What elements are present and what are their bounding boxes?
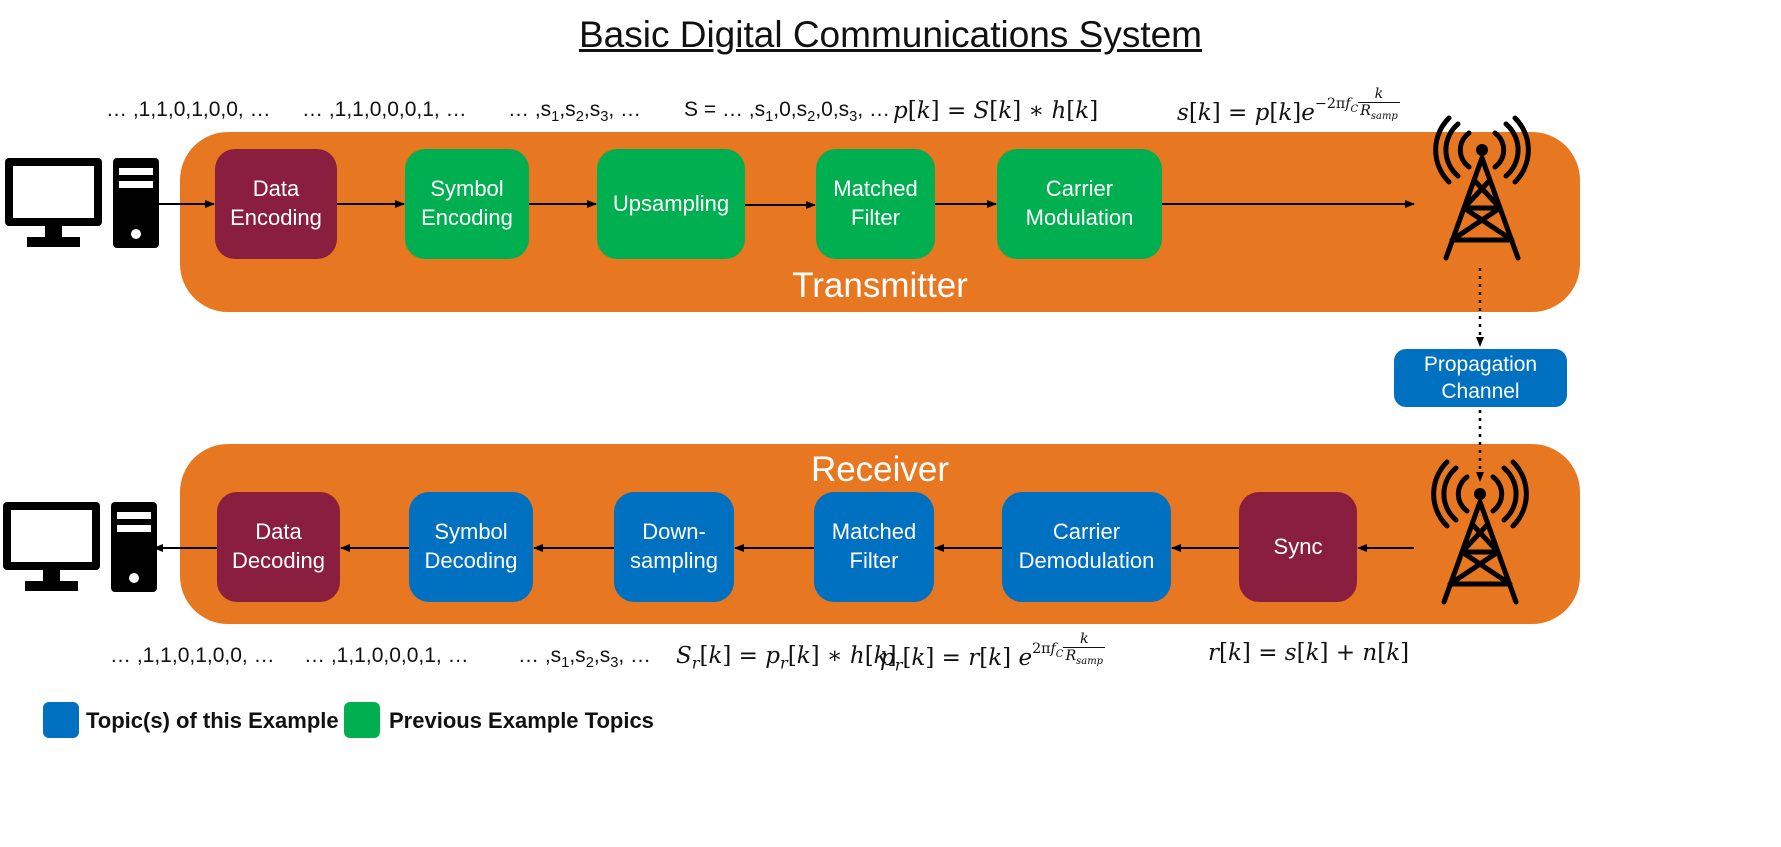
transmitter-arrows <box>158 200 1415 209</box>
rx-channel-equation: r[k] = s[k] + n[k] <box>1208 640 1410 666</box>
data-decoding-block: Data Decoding <box>217 492 340 602</box>
legend-label-current-topics: Topic(s) of this Example <box>86 708 339 733</box>
tx-matched-filter-equation: p[k] = S[k] ∗ h[k] <box>893 98 1099 124</box>
symbol-decoding-block: Symbol Decoding <box>409 492 533 602</box>
rx-symbols-label: … ,s1,s2,s3, … <box>518 644 652 672</box>
computer-icon <box>3 502 157 592</box>
tx-upsampled-label: S = … ,s1,0,s2,0,s3, … <box>684 98 891 126</box>
sync-block: Sync <box>1239 492 1357 602</box>
rx-coded-bits-label: … ,1,1,0,0,0,1, … <box>304 644 469 667</box>
antenna-tower-icon <box>1433 115 1531 261</box>
carrier-modulation-block: Carrier Modulation <box>997 149 1162 259</box>
legend-label-previous-topics: Previous Example Topics <box>389 708 654 733</box>
transmitter-label: Transmitter <box>792 266 968 305</box>
page-title: Basic Digital Communications System <box>578 14 1203 55</box>
tx-coded-bits-label: … ,1,1,0,0,0,1, … <box>302 98 467 121</box>
carrier-demodulation-block: Carrier Demodulation <box>1002 492 1171 602</box>
legend-swatch-green <box>344 702 380 738</box>
computer-icon <box>5 158 159 248</box>
antenna-tower-icon <box>1431 459 1529 605</box>
rx-bits-label: … ,1,1,0,1,0,0, … <box>110 644 275 667</box>
rx-matched-filter-block: Matched Filter <box>814 492 934 602</box>
rx-matched-filter-equation: Sr[k] = pr[k] ∗ h[k] <box>676 643 897 673</box>
data-encoding-block: Data Encoding <box>215 149 337 259</box>
downsampling-block: Down- sampling <box>614 492 734 602</box>
upsampling-block: Upsampling <box>597 149 745 259</box>
legend-swatch-blue <box>43 702 79 738</box>
tx-symbols-label: … ,s1,s2,s3, … <box>508 98 642 126</box>
tx-matched-filter-block: Matched Filter <box>816 149 935 259</box>
propagation-channel-block: Propagation Channel <box>1394 349 1567 407</box>
tx-bits-label: … ,1,1,0,1,0,0, … <box>106 98 271 121</box>
symbol-encoding-block: Symbol Encoding <box>405 149 529 259</box>
receiver-label: Receiver <box>810 450 950 489</box>
